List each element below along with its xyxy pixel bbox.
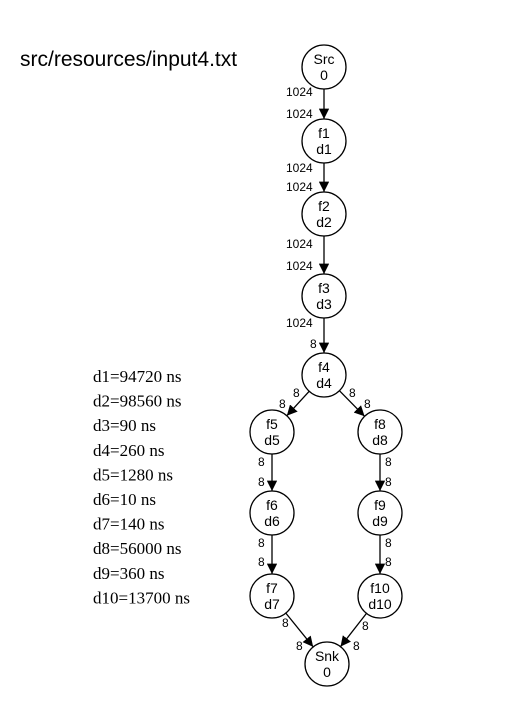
node-circle xyxy=(249,490,295,536)
node-name-label: f1 xyxy=(318,125,330,141)
node-circle xyxy=(301,44,347,90)
node-circle xyxy=(301,118,347,164)
node-circle xyxy=(357,490,403,536)
edge-in-label: 8 xyxy=(385,555,392,569)
edge-in-label: 1024 xyxy=(286,259,313,273)
edge-in-label: 1024 xyxy=(286,107,313,121)
edge-in-label: 8 xyxy=(258,475,265,489)
legend-entry: d1=94720 ns xyxy=(93,367,181,386)
legend-entry: d8=56000 ns xyxy=(93,539,181,558)
node-name-label: f2 xyxy=(318,198,330,214)
edge-out-label: 8 xyxy=(362,619,369,633)
node-name-label: f7 xyxy=(266,580,278,596)
delay-legend: d1=94720 ns d2=98560 ns d3=90 ns d4=260 ns d… xyxy=(93,367,190,607)
legend-entry: d7=140 ns xyxy=(93,515,164,534)
legend-entry: d6=10 ns xyxy=(93,490,156,509)
edge-f7-snk xyxy=(285,612,314,648)
node-delay-label: d10 xyxy=(368,596,392,612)
legend-entry: d10=13700 ns xyxy=(93,588,190,607)
node-circle xyxy=(249,409,295,455)
edge-in-label: 8 xyxy=(310,337,317,351)
edge-in-label: 8 xyxy=(296,639,303,653)
edge-f4-f8 xyxy=(338,390,366,417)
node-delay-label: d1 xyxy=(316,141,332,157)
node-circle xyxy=(301,273,347,319)
edge-in-label: 8 xyxy=(385,475,392,489)
edge-out-label: 8 xyxy=(293,386,300,400)
node-name-label: f5 xyxy=(266,416,278,432)
edges-layer: 1024102410241024102410241024888888888888… xyxy=(258,85,392,653)
node-delay-label: d2 xyxy=(316,214,332,230)
node-delay-label: d9 xyxy=(372,513,388,529)
edge-out-label: 8 xyxy=(385,536,392,550)
edge-out-label: 1024 xyxy=(286,161,313,175)
edge-out-label: 8 xyxy=(258,455,265,469)
node-delay-label: 0 xyxy=(320,67,328,83)
node-name-label: Snk xyxy=(315,648,340,664)
node-delay-label: d8 xyxy=(372,432,388,448)
node-circle xyxy=(357,573,403,619)
node-name-label: f8 xyxy=(374,416,386,432)
node-delay-label: d7 xyxy=(264,596,280,612)
edge-out-label: 1024 xyxy=(286,85,313,99)
edge-out-label: 8 xyxy=(258,536,265,550)
node-name-label: f6 xyxy=(266,497,278,513)
node-circle xyxy=(301,191,347,237)
node-circle xyxy=(304,641,350,687)
node-delay-label: d5 xyxy=(264,432,280,448)
nodes-layer: Src0f1d1f2d2f3d3f4d4f5d5f6d6f7d7f8d8f9d9… xyxy=(249,44,403,687)
edge-f4-f5 xyxy=(286,390,310,417)
node-circle xyxy=(249,573,295,619)
file-path-title: src/resources/input4.txt xyxy=(20,48,237,71)
edge-in-label: 8 xyxy=(258,555,265,569)
legend-entry: d3=90 ns xyxy=(93,416,156,435)
node-name-label: f3 xyxy=(318,280,330,296)
edge-out-label: 8 xyxy=(385,455,392,469)
node-name-label: Src xyxy=(314,51,335,67)
node-delay-label: 0 xyxy=(323,664,331,680)
node-name-label: f4 xyxy=(318,359,330,375)
edge-in-label: 8 xyxy=(279,397,286,411)
edge-out-label: 8 xyxy=(282,616,289,630)
node-name-label: f9 xyxy=(374,497,386,513)
edge-in-label: 1024 xyxy=(286,180,313,194)
node-delay-label: d6 xyxy=(264,513,280,529)
legend-entry: d2=98560 ns xyxy=(93,392,181,411)
edge-in-label: 8 xyxy=(364,397,371,411)
edge-out-label: 1024 xyxy=(286,316,313,330)
edge-out-label: 8 xyxy=(349,386,356,400)
edge-f10-snk xyxy=(340,612,367,648)
node-delay-label: d4 xyxy=(316,375,332,391)
edge-out-label: 1024 xyxy=(286,237,313,251)
node-name-label: f10 xyxy=(370,580,390,596)
legend-entry: d9=360 ns xyxy=(93,564,164,583)
legend-entry: d4=260 ns xyxy=(93,441,164,460)
node-circle xyxy=(357,409,403,455)
node-delay-label: d3 xyxy=(316,296,332,312)
node-circle xyxy=(301,352,347,398)
edge-in-label: 8 xyxy=(353,639,360,653)
legend-entry: d5=1280 ns xyxy=(93,465,173,484)
